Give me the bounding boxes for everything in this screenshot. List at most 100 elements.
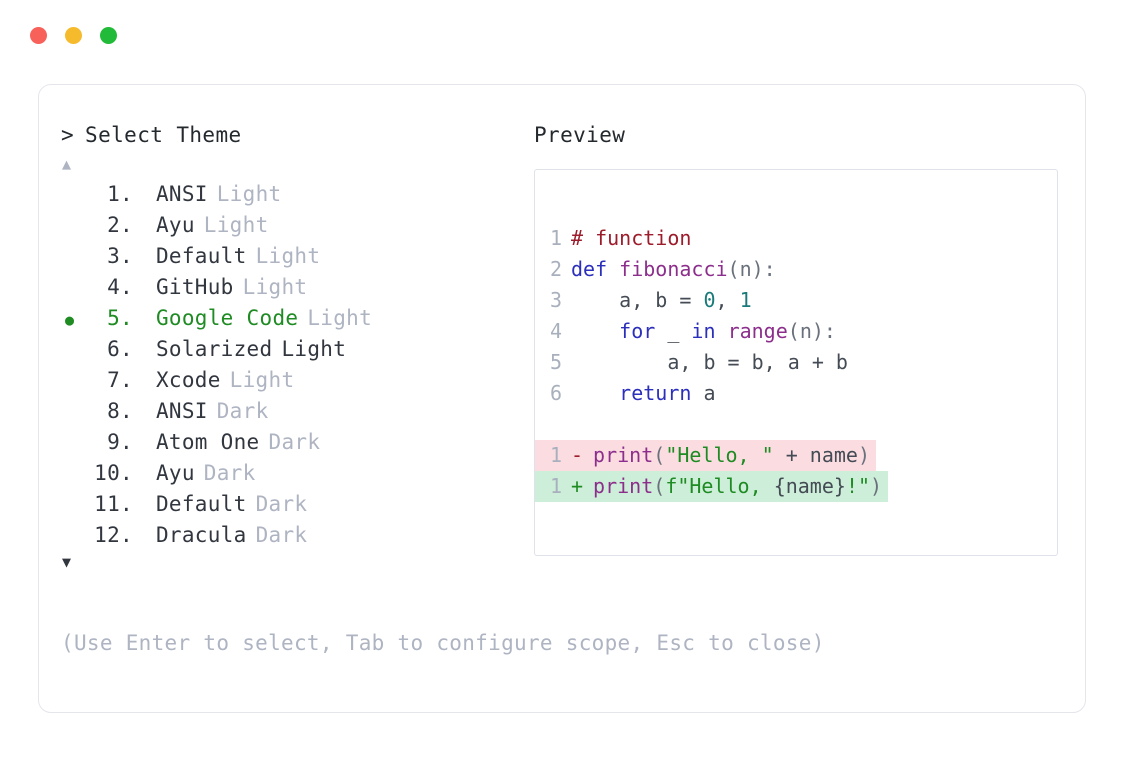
theme-item-name: Xcode — [155, 368, 221, 392]
theme-item-name: ANSI — [155, 399, 208, 423]
code-line-number: 2 — [549, 257, 562, 281]
theme-item-index: 2. — [107, 213, 133, 237]
theme-item-gap — [133, 366, 156, 395]
code-token — [571, 381, 619, 405]
bullet-placeholder: ● — [61, 461, 87, 490]
window-minimize-button[interactable] — [65, 26, 82, 44]
code-token: ( — [653, 443, 666, 467]
theme-item-name: Dracula — [155, 523, 247, 547]
code-token: {name} — [773, 474, 846, 498]
code-line: 4 for _ in range(n): — [535, 316, 1057, 347]
keyboard-hint: (Use Enter to select, Tab to configure s… — [61, 631, 825, 655]
scroll-down-icon[interactable]: ▼ — [62, 553, 72, 571]
theme-item-variant: Dark — [268, 430, 321, 454]
theme-item-variant: Dark — [203, 461, 256, 485]
code-line: 2 def fibonacci(n): — [535, 254, 1057, 285]
code-token: "Hello, " — [665, 443, 774, 467]
theme-item-name: Default — [155, 492, 247, 516]
theme-item-gap — [133, 180, 156, 209]
code-line-text: return a — [571, 378, 716, 409]
theme-item-variant: Light — [281, 337, 347, 361]
bullet-placeholder: ● — [61, 523, 87, 552]
code-line-text: for _ in range(n): — [571, 316, 836, 347]
bullet-placeholder: ● — [61, 337, 87, 366]
code-line-number: 5 — [549, 350, 562, 374]
page-title: Select Theme — [85, 123, 242, 147]
theme-item-index: 10. — [94, 461, 133, 485]
bullet-placeholder: ● — [61, 275, 87, 304]
code-token: _ — [655, 319, 692, 343]
bullet-placeholder: ● — [61, 213, 87, 242]
bullet-placeholder: ● — [61, 492, 87, 521]
bullet-placeholder: ● — [61, 430, 87, 459]
code-token: a, b = b, a + b — [571, 350, 848, 374]
code-line-number: 4 — [549, 319, 562, 343]
code-token: print — [593, 443, 654, 467]
prompt-header: > Select Theme — [61, 123, 531, 147]
theme-item-variant: Light — [216, 182, 282, 206]
theme-item-gap — [133, 335, 156, 364]
theme-item-index: 7. — [107, 368, 133, 392]
theme-list-item[interactable]: ● 6. Solarized Light — [61, 335, 531, 366]
theme-item-gap — [133, 521, 156, 550]
code-line: 5 a, b = b, a + b — [535, 347, 1057, 378]
code-token: a, b = — [571, 288, 704, 312]
code-token: # function — [571, 226, 692, 250]
theme-item-index: 1. — [107, 182, 133, 206]
diff-line-wrapper: 1+print(f"Hello, {name}!") — [535, 471, 1057, 502]
code-token: ) — [857, 443, 871, 467]
code-token: 0 — [703, 288, 716, 312]
theme-item-index: 4. — [107, 275, 133, 299]
theme-item-variant: Light — [307, 306, 373, 330]
theme-item-variant: Light — [255, 244, 321, 268]
theme-item-name: Solarized — [155, 337, 273, 361]
diff-removed-line: 1-print("Hello, " + name) — [535, 440, 877, 471]
theme-item-gap — [133, 397, 156, 426]
theme-item-variant: Dark — [216, 399, 269, 423]
code-line-text: def fibonacci(n): — [571, 254, 776, 285]
theme-item-gap — [133, 211, 156, 240]
bullet-placeholder: ● — [61, 182, 87, 211]
theme-item-gap — [133, 304, 156, 333]
code-line: 6 return a — [535, 378, 1057, 409]
theme-item-index: 9. — [107, 430, 133, 454]
code-token: in — [691, 319, 716, 343]
theme-item-name: Ayu — [155, 213, 195, 237]
selected-bullet-icon: ● — [65, 311, 75, 329]
bullet-placeholder: ● — [61, 244, 87, 273]
code-token: 1 — [739, 288, 752, 312]
code-line-text: a, b = 0, 1 — [571, 285, 752, 316]
theme-item-index: 12. — [94, 523, 133, 547]
window-close-button[interactable] — [30, 26, 47, 44]
window-maximize-button[interactable] — [100, 26, 117, 44]
code-token: a — [691, 381, 716, 405]
code-token — [571, 319, 619, 343]
code-line-text: a, b = b, a + b — [571, 347, 848, 378]
diff-minus-icon: - — [571, 443, 584, 467]
theme-item-index: 6. — [107, 337, 133, 361]
code-token: , — [715, 288, 740, 312]
code-token: + name — [773, 443, 858, 467]
scroll-up-icon[interactable]: ▲ — [62, 155, 72, 173]
theme-item-variant: Light — [229, 368, 295, 392]
preview-label: Preview — [534, 123, 626, 147]
theme-item-variant: Dark — [255, 492, 308, 516]
theme-item-index: 5. — [107, 306, 133, 330]
prompt-caret-icon: > — [61, 123, 75, 147]
diff-plus-icon: + — [571, 474, 584, 498]
